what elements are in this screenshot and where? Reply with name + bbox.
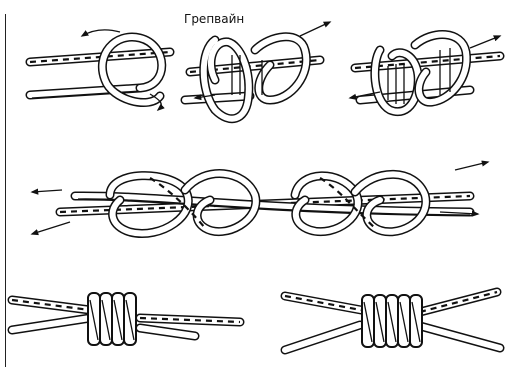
knot-step-2 <box>185 22 330 119</box>
knot-step-6 <box>285 292 500 350</box>
knot-step-4 <box>32 162 488 234</box>
knot-step-3 <box>350 35 500 112</box>
knot-step-5 <box>12 293 240 345</box>
knot-step-1 <box>30 30 170 110</box>
